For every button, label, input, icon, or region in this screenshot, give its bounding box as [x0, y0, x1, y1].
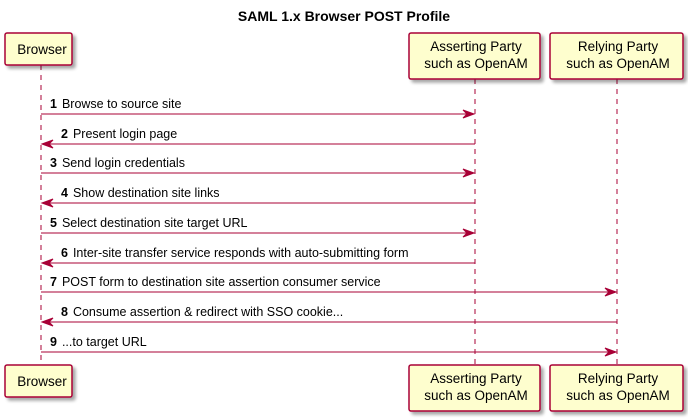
- message-text: Present login page: [73, 127, 177, 141]
- message-number: 9: [50, 335, 57, 349]
- arrowhead: [40, 198, 54, 208]
- message-number: 5: [50, 216, 57, 230]
- message-4: 4 Show destination site links: [40, 186, 475, 208]
- message-label: 5 Select destination site target URL: [50, 216, 248, 230]
- participant-asserting-bottom: Asserting Party such as OpenAM: [408, 364, 541, 412]
- participant-label: Asserting Party: [430, 39, 522, 54]
- message-5: 5 Select destination site target URL: [41, 216, 476, 238]
- arrowhead: [40, 317, 54, 327]
- arrowhead: [604, 287, 618, 297]
- message-text: Select destination site target URL: [62, 216, 248, 230]
- message-label: 3 Send login credentials: [50, 156, 185, 170]
- message-label: 2 Present login page: [61, 127, 177, 141]
- participant-label: Relying Party: [578, 39, 659, 54]
- participant-box: [4, 364, 73, 398]
- participant-label: such as OpenAM: [424, 56, 528, 71]
- participant-label: Browser: [17, 42, 67, 57]
- message-8: 8 Consume assertion & redirect with SSO c…: [40, 305, 617, 327]
- message-number: 2: [61, 127, 68, 141]
- message-2: 2 Present login page: [40, 127, 475, 149]
- arrowhead: [40, 139, 54, 149]
- message-9: 9 ...to target URL: [41, 335, 618, 357]
- message-text: Show destination site links: [73, 186, 220, 200]
- participant-label: such as OpenAM: [566, 388, 670, 403]
- messages: 1 Browse to source site 2 Present login pag…: [40, 97, 618, 357]
- participant-box: [4, 32, 73, 66]
- participant-label: such as OpenAM: [424, 388, 528, 403]
- arrowhead: [462, 168, 476, 178]
- participant-relying-bottom: Relying Party such as OpenAM: [549, 364, 684, 412]
- message-label: 6 Inter-site transfer service responds wi…: [61, 246, 409, 260]
- participant-label: Relying Party: [578, 371, 659, 386]
- participant-box: [549, 364, 684, 412]
- message-number: 4: [61, 186, 68, 200]
- participant-box: [549, 32, 684, 80]
- message-label: 9 ...to target URL: [50, 335, 147, 349]
- lifelines: [40, 65, 618, 365]
- arrowhead: [462, 109, 476, 119]
- participant-box: [408, 32, 541, 80]
- arrowhead: [604, 347, 618, 357]
- participant-asserting-top: Asserting Party such as OpenAM: [408, 32, 541, 80]
- diagram-title: SAML 1.x Browser POST Profile: [238, 8, 450, 24]
- participant-relying-top: Relying Party such as OpenAM: [549, 32, 684, 80]
- message-text: Send login credentials: [62, 156, 185, 170]
- arrowhead: [462, 228, 476, 238]
- participant-label: such as OpenAM: [566, 56, 670, 71]
- participant-browser-top: Browser: [4, 32, 73, 66]
- message-label: 8 Consume assertion & redirect with SSO c…: [61, 305, 343, 319]
- message-text: Browse to source site: [62, 97, 182, 111]
- participant-browser-bottom: Browser: [4, 364, 73, 398]
- message-number: 1: [50, 97, 57, 111]
- arrowhead: [40, 258, 54, 268]
- message-7: 7 POST form to destination site assertion…: [41, 275, 618, 297]
- message-text: Inter-site transfer service responds wit…: [73, 246, 409, 260]
- message-label: 7 POST form to destination site assertion…: [50, 275, 381, 289]
- message-label: 1 Browse to source site: [50, 97, 181, 111]
- message-3: 3 Send login credentials: [41, 156, 476, 178]
- message-1: 1 Browse to source site: [41, 97, 476, 119]
- message-text: Consume assertion & redirect with SSO co…: [73, 305, 343, 319]
- message-number: 8: [61, 305, 68, 319]
- message-number: 7: [50, 275, 57, 289]
- participant-label: Asserting Party: [430, 371, 522, 386]
- participant-label: Browser: [17, 374, 67, 389]
- participant-box: [408, 364, 541, 412]
- message-text: ...to target URL: [62, 335, 147, 349]
- message-number: 3: [50, 156, 57, 170]
- message-label: 4 Show destination site links: [61, 186, 220, 200]
- message-number: 6: [61, 246, 68, 260]
- message-text: POST form to destination site assertion …: [62, 275, 381, 289]
- message-6: 6 Inter-site transfer service responds wi…: [40, 246, 475, 268]
